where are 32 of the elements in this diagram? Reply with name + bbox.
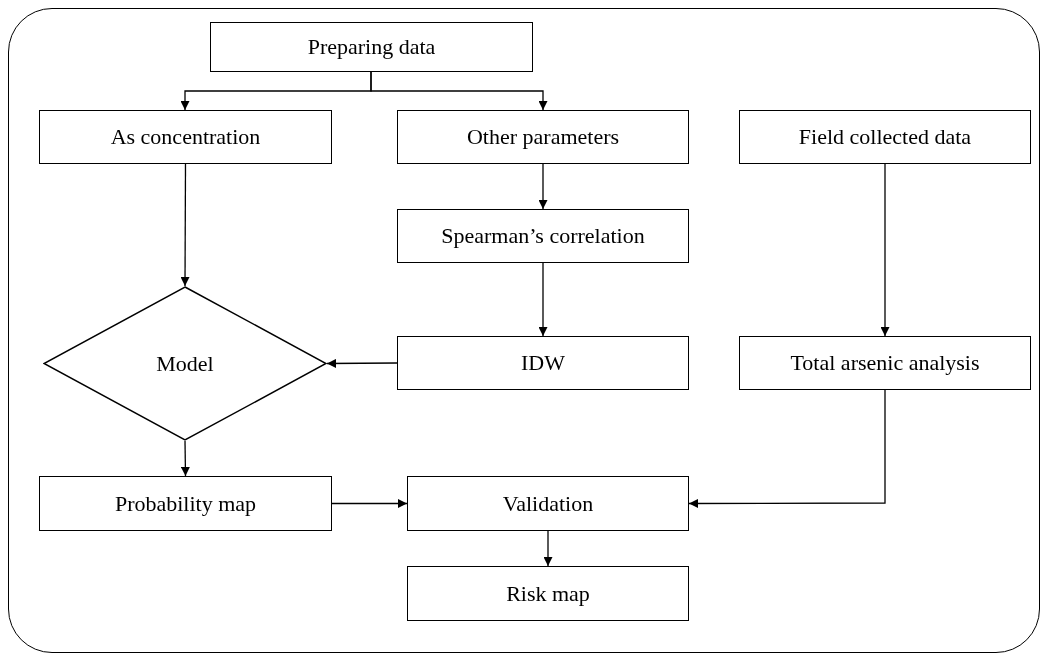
arrow bbox=[370, 71, 548, 111]
node-label: Field collected data bbox=[798, 123, 972, 151]
node-label: As concentration bbox=[110, 123, 261, 151]
arrow bbox=[331, 499, 408, 508]
process-box bbox=[39, 110, 332, 164]
arrow bbox=[543, 530, 553, 567]
process-box bbox=[407, 476, 689, 531]
process-box bbox=[407, 566, 689, 621]
process-box bbox=[739, 110, 1031, 164]
process-box bbox=[39, 476, 332, 531]
arrow bbox=[688, 389, 886, 508]
process-box bbox=[210, 22, 533, 72]
node-label: Risk map bbox=[506, 579, 590, 608]
node-label: Model bbox=[156, 349, 214, 378]
process-box bbox=[739, 336, 1031, 390]
process-box bbox=[397, 336, 689, 390]
arrow bbox=[326, 358, 398, 368]
arrow bbox=[180, 440, 190, 477]
node-label: Preparing data bbox=[307, 33, 436, 61]
process-box bbox=[397, 110, 689, 164]
process-box bbox=[397, 209, 689, 263]
node-label: IDW bbox=[521, 349, 565, 377]
node-label: Spearman’s correlation bbox=[441, 222, 645, 250]
arrow bbox=[880, 163, 890, 337]
arrow bbox=[180, 163, 190, 287]
arrow bbox=[538, 262, 548, 337]
node-label: Probability map bbox=[114, 489, 257, 518]
node-label: Total arsenic analysis bbox=[790, 349, 980, 377]
node-label: Validation bbox=[502, 489, 594, 518]
node-label: Other parameters bbox=[466, 123, 620, 151]
arrow bbox=[538, 163, 548, 210]
frame-border bbox=[8, 8, 1040, 653]
